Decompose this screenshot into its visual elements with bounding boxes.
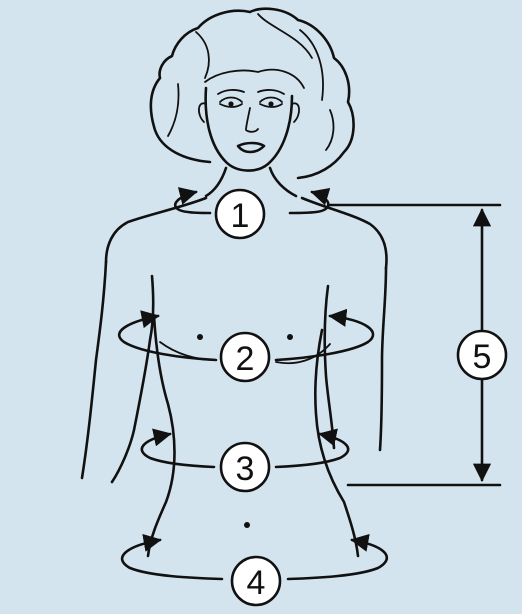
marker-badge-4: 4 [232, 557, 280, 605]
marker-badge-5: 5 [458, 331, 506, 379]
marker-label-3: 3 [236, 450, 255, 488]
marker-label-2: 2 [236, 340, 255, 378]
nose [246, 108, 258, 132]
marker-label-4: 4 [247, 564, 266, 602]
marker-badge-1: 1 [216, 190, 264, 238]
eyes [218, 90, 284, 107]
mouth [238, 143, 264, 152]
face-outline [199, 88, 299, 171]
marker-label-1: 1 [231, 197, 250, 235]
marker-label-5: 5 [473, 338, 492, 376]
marker-badge-2: 2 [221, 333, 269, 381]
marker-badge-3: 3 [221, 443, 269, 491]
